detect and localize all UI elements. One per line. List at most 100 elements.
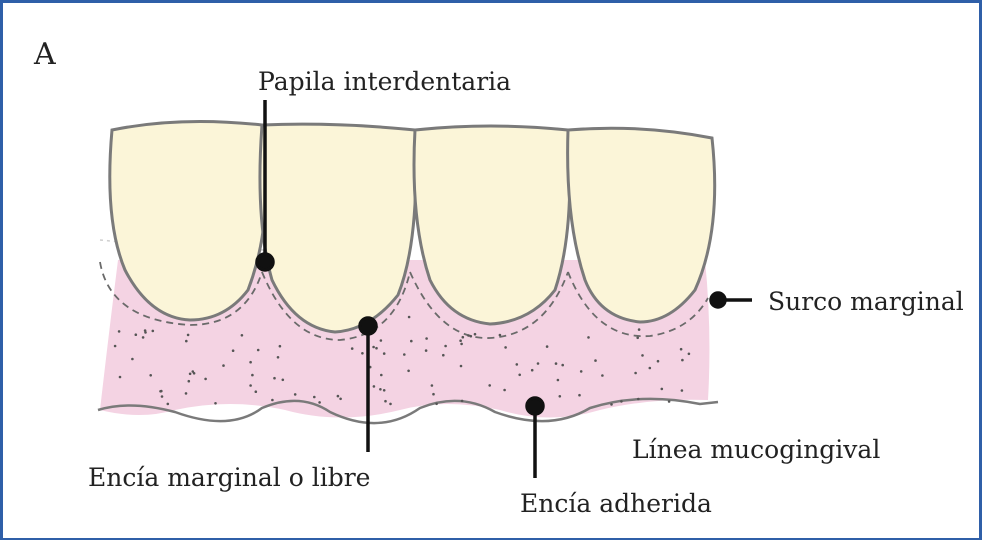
stipple-dot bbox=[375, 347, 378, 350]
stipple-dot bbox=[503, 389, 506, 392]
tooth-3 bbox=[414, 126, 570, 324]
papila-pointer-dot bbox=[257, 254, 273, 270]
stipple-dot bbox=[380, 339, 383, 342]
stipple-dot bbox=[351, 347, 354, 350]
stipple-dot bbox=[185, 392, 188, 395]
stipple-dot bbox=[408, 316, 411, 319]
stipple-dot bbox=[204, 378, 207, 381]
stipple-dot bbox=[192, 370, 195, 373]
stipple-dot bbox=[681, 389, 684, 392]
stipple-dot bbox=[537, 362, 540, 365]
stipple-dot bbox=[131, 358, 134, 361]
stipple-dot bbox=[118, 330, 121, 333]
stipple-dot bbox=[249, 361, 252, 364]
stipple-dot bbox=[461, 400, 464, 403]
stipple-dot bbox=[384, 400, 387, 403]
stipple-dot bbox=[187, 334, 190, 337]
stipple-dot bbox=[555, 362, 558, 365]
stipple-dot bbox=[273, 377, 276, 380]
label-surco-marginal: Surco marginal bbox=[768, 287, 964, 316]
stipple-dot bbox=[222, 364, 225, 367]
stipple-dot bbox=[641, 354, 644, 357]
stipple-dot bbox=[578, 394, 581, 397]
stipple-dot bbox=[144, 329, 147, 332]
stipple-dot bbox=[279, 345, 282, 348]
stipple-dot bbox=[518, 374, 521, 377]
stipple-dot bbox=[379, 388, 382, 391]
stipple-dot bbox=[425, 337, 428, 340]
stipple-dot bbox=[587, 336, 590, 339]
stipple-dot bbox=[389, 403, 392, 406]
stipple-dot bbox=[561, 364, 564, 367]
panel-label: A bbox=[33, 37, 56, 72]
stipple-dot bbox=[294, 393, 297, 396]
stipple-dot bbox=[255, 390, 258, 393]
stipple-dot bbox=[488, 384, 491, 387]
stipple-dot bbox=[462, 336, 465, 339]
stipple-dot bbox=[167, 403, 170, 406]
adherida-pointer-dot bbox=[527, 398, 543, 414]
stipple-dot bbox=[313, 396, 316, 399]
stipple-dot bbox=[251, 374, 254, 377]
stipple-dot bbox=[580, 370, 583, 373]
tooth-2 bbox=[260, 124, 416, 332]
surco-pointer-dot bbox=[711, 293, 725, 307]
stipple-dot bbox=[383, 389, 386, 392]
stipple-dot bbox=[277, 356, 280, 359]
stipple-dot bbox=[142, 336, 145, 339]
label-encia-adherida: Encía adherida bbox=[520, 489, 712, 518]
stipple-dot bbox=[159, 390, 162, 393]
stipple-dot bbox=[372, 346, 375, 349]
stipple-dot bbox=[282, 379, 285, 382]
stipple-dot bbox=[403, 353, 406, 356]
stipple-dot bbox=[373, 385, 376, 388]
stipple-dot bbox=[637, 398, 640, 401]
stipple-dot bbox=[661, 388, 664, 391]
stipple-dot bbox=[241, 334, 244, 337]
stipple-dot bbox=[383, 352, 386, 355]
stipple-dot bbox=[504, 346, 507, 349]
stipple-dot bbox=[425, 349, 428, 352]
stipple-dot bbox=[638, 328, 641, 331]
stipple-dot bbox=[442, 354, 445, 357]
stipple-dot bbox=[657, 360, 660, 363]
stipple-dot bbox=[601, 374, 604, 377]
stipple-dot bbox=[407, 370, 410, 373]
stipple-dot bbox=[135, 333, 138, 336]
marginal-pointer-dot bbox=[360, 318, 376, 334]
stipple-dot bbox=[432, 393, 435, 396]
stipple-dot bbox=[271, 399, 274, 402]
stipple-dot bbox=[467, 334, 470, 337]
stipple-dot bbox=[444, 345, 447, 348]
stipple-dot bbox=[681, 359, 684, 362]
label-papila-interdentaria: Papila interdentaria bbox=[258, 67, 511, 96]
stipple-dot bbox=[546, 345, 549, 348]
stipple-dot bbox=[531, 369, 534, 372]
stipple-dot bbox=[249, 384, 252, 387]
stipple-dot bbox=[474, 333, 477, 336]
stipple-dot bbox=[114, 345, 117, 348]
stipple-dot bbox=[185, 340, 188, 343]
stipple-dot bbox=[636, 337, 639, 340]
stipple-dot bbox=[649, 367, 652, 370]
label-encia-marginal: Encía marginal o libre bbox=[88, 463, 370, 492]
label-linea-mucogingival: Línea mucogingival bbox=[632, 435, 880, 464]
stipple-dot bbox=[149, 374, 152, 377]
stipple-dot bbox=[459, 339, 462, 342]
stipple-dot bbox=[499, 334, 502, 337]
stipple-dot bbox=[380, 374, 383, 377]
stipple-dot bbox=[161, 395, 164, 398]
stipple-dot bbox=[188, 380, 191, 383]
stipple-dot bbox=[688, 353, 691, 356]
stipple-dot bbox=[214, 402, 217, 405]
stipple-dot bbox=[361, 352, 364, 355]
stipple-dot bbox=[410, 340, 413, 343]
tooth-4 bbox=[568, 128, 715, 322]
stipple-dot bbox=[516, 363, 519, 366]
stipple-dot bbox=[620, 400, 623, 403]
stipple-dot bbox=[668, 400, 671, 403]
stipple-dot bbox=[189, 373, 192, 376]
stipple-dot bbox=[435, 403, 438, 406]
stipple-dot bbox=[337, 395, 340, 398]
